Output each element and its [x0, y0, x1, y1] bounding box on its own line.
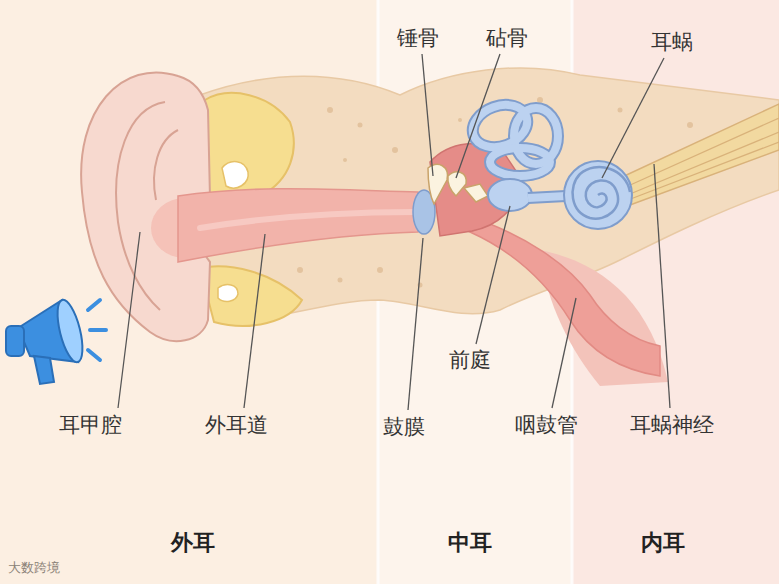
region-label: 中耳: [448, 528, 492, 558]
part-label: 鼓膜: [383, 413, 425, 441]
part-label: 砧骨: [486, 24, 528, 52]
part-label: 前庭: [449, 346, 491, 374]
part-label: 锤骨: [397, 24, 439, 52]
part-label: 耳蜗: [651, 28, 693, 56]
part-label: 耳蜗神经: [630, 411, 714, 439]
ear-region-band: 内耳: [572, 0, 779, 584]
ear-region-band: 外耳: [0, 0, 378, 584]
ear-region-band: 中耳: [378, 0, 572, 584]
part-label: 外耳道: [205, 411, 268, 439]
region-label: 外耳: [171, 528, 215, 558]
part-label: 咽鼓管: [515, 411, 578, 439]
region-label: 内耳: [641, 528, 685, 558]
watermark: 大数跨境: [8, 559, 60, 577]
part-label: 耳甲腔: [59, 411, 122, 439]
